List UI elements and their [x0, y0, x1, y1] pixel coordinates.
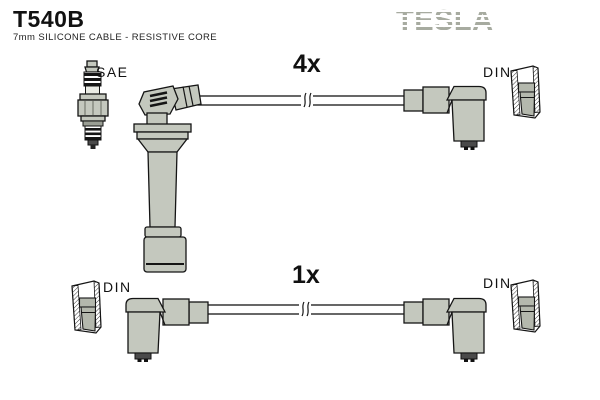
din-terminal-section-top [510, 65, 541, 119]
bottom-cable-quantity: 1x [292, 261, 320, 289]
din-terminal-label-bottom-right: DIN [483, 275, 512, 291]
spark-plug-boot [133, 84, 202, 273]
elbow-boot-bottom-right [403, 297, 487, 363]
top-cable-quantity: 4x [293, 50, 321, 78]
ignition-cable-bottom [206, 301, 406, 317]
din-terminal-section-bottom-left [71, 280, 102, 334]
din-terminal-label-top: DIN [483, 64, 512, 80]
product-code: T540B [13, 6, 85, 32]
brand-logo: TESLA [394, 7, 502, 37]
din-terminal-label-bottom-left: DIN [103, 279, 132, 295]
spark-plug-icon [77, 60, 109, 149]
product-subtitle: 7mm SILICONE CABLE - RESISTIVE CORE [13, 32, 218, 43]
elbow-boot-top-right [403, 85, 487, 150]
din-terminal-section-bottom-right [510, 279, 541, 333]
ignition-cable-top [197, 92, 406, 108]
elbow-boot-bottom-left [125, 297, 209, 363]
sae-standard-label: SAE [96, 64, 129, 80]
